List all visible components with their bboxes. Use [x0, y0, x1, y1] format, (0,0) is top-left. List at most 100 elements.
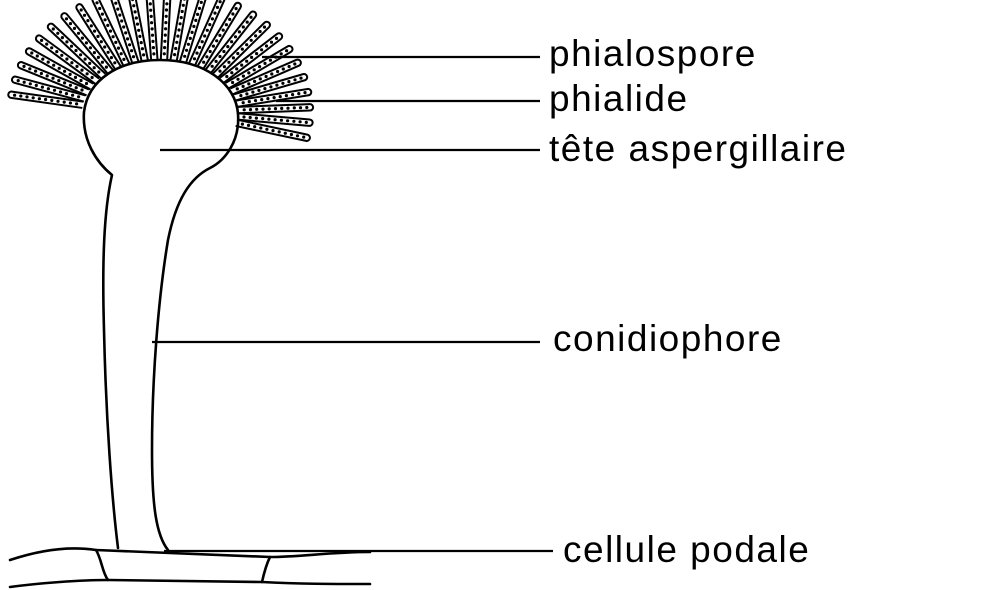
label-conidiophore: conidiophore [553, 318, 783, 359]
phialospore [227, 61, 230, 64]
phialospore [138, 35, 141, 38]
phialospore [75, 65, 78, 68]
phialospore [288, 65, 291, 68]
phialospore [285, 94, 288, 97]
phialospore [13, 94, 16, 97]
phialospore [90, 24, 93, 27]
phialospore [211, 65, 214, 68]
phialospore [85, 41, 88, 44]
phialospore [263, 26, 266, 29]
phialospore [59, 90, 62, 93]
phialospore [231, 12, 234, 15]
phialospore [189, 37, 192, 40]
phialospore [65, 57, 68, 60]
phialospore [135, 16, 138, 19]
phialospore [274, 107, 277, 110]
phialospore [268, 107, 271, 110]
phialospore [291, 93, 294, 96]
phialospore [149, 2, 152, 5]
phialospore [175, 41, 178, 44]
phialospore [151, 27, 154, 30]
phialospore [113, 61, 116, 64]
phialospore [282, 67, 285, 70]
phialospore [302, 136, 305, 139]
phialospore [126, 37, 129, 40]
phialospore [248, 100, 251, 103]
phialospore [142, 53, 145, 56]
phialospore [293, 106, 296, 109]
phialospore [263, 62, 266, 65]
phialospore [226, 45, 229, 48]
phialospore [275, 84, 278, 87]
phialospore [93, 30, 96, 33]
phialospore [195, 52, 198, 55]
phialospore [74, 49, 77, 52]
phialospore [86, 19, 89, 22]
phialospore [80, 69, 83, 72]
phialospore [290, 133, 293, 136]
phialospore [250, 39, 253, 42]
phialospore [265, 128, 268, 131]
phialospore [47, 87, 50, 90]
phialospore [215, 60, 218, 63]
phialospore [17, 79, 20, 82]
phialospore [28, 67, 31, 70]
label-cellule-podale: cellule podale [563, 529, 810, 570]
phialospore [182, 4, 185, 7]
phialospore [246, 21, 249, 24]
phialospore [198, 7, 201, 10]
phialospore [124, 31, 127, 34]
phialospore [35, 84, 38, 87]
phialospore [165, 15, 168, 18]
phialospore [65, 92, 68, 95]
phialospore [60, 54, 63, 57]
phialospore [69, 101, 72, 104]
phialospore [279, 95, 282, 98]
phialospore [185, 49, 188, 52]
phialospore [292, 120, 295, 123]
phialospore [58, 67, 61, 70]
phialospore [275, 37, 278, 40]
phialospore [69, 84, 72, 87]
phialospore [75, 86, 78, 89]
phialospore [303, 91, 306, 94]
phialospore [47, 61, 50, 64]
phialospore [101, 13, 104, 16]
phialospore [97, 56, 100, 59]
phialospore [134, 10, 137, 13]
phialospore [73, 27, 76, 30]
phialospore [208, 23, 211, 26]
phialospore [95, 1, 98, 4]
phialospore [79, 79, 82, 82]
phialospore [152, 52, 155, 55]
phialospore [236, 52, 239, 55]
phialospore [163, 52, 166, 55]
phialospore [114, 2, 117, 5]
phialospore [263, 87, 266, 90]
phialospore [238, 30, 241, 33]
phialospore [109, 30, 112, 33]
phialospore [201, 40, 204, 43]
phialospore [52, 64, 55, 67]
phialospore [212, 45, 215, 48]
phialospore [122, 58, 125, 61]
phialospore [242, 85, 245, 88]
phialospore [106, 24, 109, 27]
phialospore [187, 43, 190, 46]
phialospore [285, 49, 288, 52]
phialospore [30, 51, 33, 54]
phialospore [240, 64, 243, 67]
phialospore [219, 0, 222, 3]
phialospore [36, 54, 39, 57]
phialospore [180, 16, 183, 19]
phialospore [266, 97, 269, 100]
aspergillary-head-and-conidiophore [84, 60, 238, 550]
phialospore [249, 16, 252, 19]
phialospore [164, 27, 167, 30]
phialospore [269, 59, 272, 62]
phialospore [77, 95, 80, 98]
phialospore [209, 50, 212, 53]
phialospore [34, 70, 37, 73]
phialospore [271, 129, 274, 132]
phialospore [41, 86, 44, 89]
